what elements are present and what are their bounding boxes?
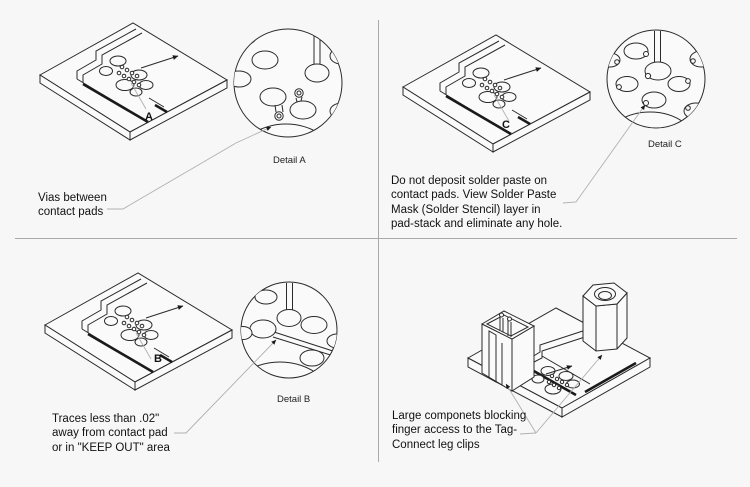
- note-leader-line: [562, 104, 646, 204]
- detail-a-circle: [233, 28, 343, 138]
- note-traces: Traces less than .02" away from contact …: [52, 413, 170, 454]
- top-right-illustration: C: [375, 29, 706, 204]
- note-leader-line: [174, 339, 277, 434]
- pcb-board: [40, 23, 227, 140]
- pcb-board: [403, 35, 590, 152]
- board-callout-letter: B: [154, 353, 162, 365]
- bottom-right-illustration: [466, 282, 652, 435]
- pcb-board-with-components: [466, 282, 652, 418]
- note-large-components: Large componets blocking finger access t…: [392, 410, 527, 451]
- vertical-divider: [378, 20, 379, 462]
- note-vias: Vias between contact pads: [38, 192, 107, 219]
- note-leader-lines: [505, 354, 603, 435]
- top-left-illustration: A: [0, 0, 343, 210]
- detail-caption: Detail C: [648, 139, 682, 150]
- board-callout-letter: A: [145, 111, 153, 123]
- board-callout-letter: C: [502, 119, 510, 131]
- detail-caption: Detail B: [277, 394, 310, 405]
- hex-standoff: [582, 282, 628, 352]
- pcb-board: [45, 273, 232, 390]
- detail-c-circle: [606, 29, 706, 129]
- horizontal-divider: [15, 238, 737, 239]
- bottom-left-illustration: B Detail B: [0, 238, 338, 434]
- detail-b-circle: [240, 281, 338, 379]
- note-leader-line: [107, 126, 272, 210]
- note-solder-paste: Do not deposit solder paste on contact p…: [391, 175, 563, 230]
- detail-caption: Detail A: [273, 155, 306, 166]
- header-connector: [480, 310, 536, 392]
